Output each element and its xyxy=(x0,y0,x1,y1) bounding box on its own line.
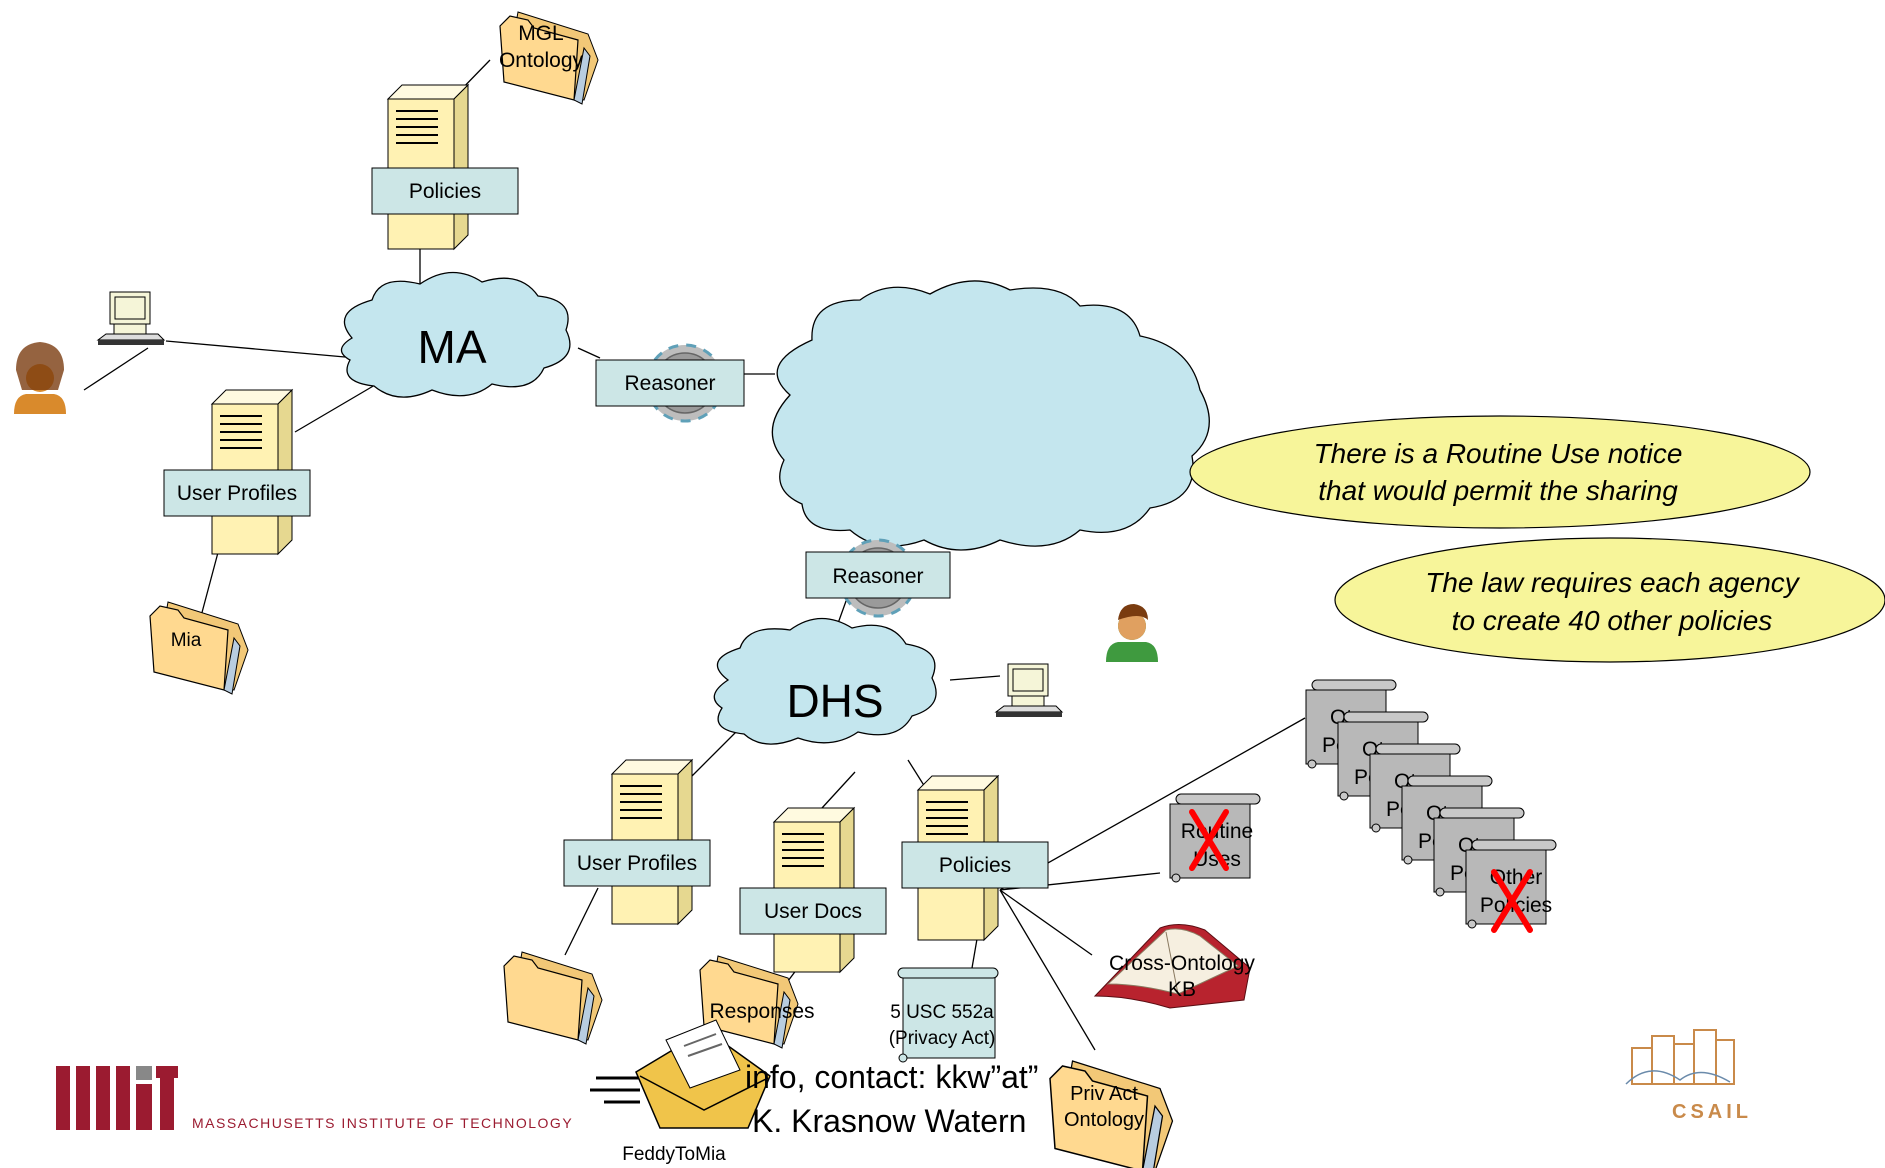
mgl-ontology-folder[interactable]: MGL Ontology xyxy=(499,11,599,105)
mia-user-icon xyxy=(14,342,66,414)
dhs-user-docs-label: User Docs xyxy=(764,900,862,923)
ma-user-profiles-label-box xyxy=(163,469,311,517)
routine-uses-label-2: Uses xyxy=(1193,848,1241,871)
rejected-x-mark xyxy=(1189,809,1229,871)
shared-network-cloud[interactable] xyxy=(771,280,1210,551)
contact-line-2: K. Krasnow Watern xyxy=(752,1103,1026,1139)
mgl-ontology-label-1: MGL xyxy=(518,22,564,45)
routine-use-callout-line1: There is a Routine Use notice xyxy=(1314,438,1683,469)
mia-folder-label: Mia xyxy=(171,630,202,651)
ma-cloud[interactable]: MA xyxy=(340,271,571,398)
csail-text: CSAIL xyxy=(1672,1101,1752,1123)
contact-line-1: info, contact: kkw”at” xyxy=(745,1059,1038,1095)
privacy-act-label-1: 5 USC 552a xyxy=(890,1002,994,1023)
top-reasoner-label: Reasoner xyxy=(624,372,715,395)
dhs-computer xyxy=(995,663,1063,718)
bottom-reasoner[interactable]: Reasoner xyxy=(805,538,951,618)
dhs-user-docs-server[interactable]: User Docs xyxy=(739,807,887,973)
mgl-ontology-label-2: Ontology xyxy=(499,49,584,72)
priv-act-ontology-label-1: Priv Act xyxy=(1070,1083,1138,1105)
mit-text: MASSACHUSETTS INSTITUTE OF TECHNOLOGY xyxy=(192,1115,573,1131)
dhs-policies-server[interactable]: Policies xyxy=(901,775,1049,941)
top-reasoner[interactable]: Reasoner xyxy=(595,343,745,423)
dhs-cloud-label: DHS xyxy=(786,675,883,727)
dhs-user-docs-label-box xyxy=(739,887,887,935)
routine-use-callout: There is a Routine Use notice that would… xyxy=(1189,415,1811,529)
dhs-user-profiles-label-box xyxy=(563,839,711,887)
law-requires-callout: The law requires each agency to create 4… xyxy=(1334,537,1885,663)
privacy-act-label-2: (Privacy Act) xyxy=(889,1028,996,1049)
rejected-x-mark xyxy=(1491,869,1533,933)
ma-user-profiles-server[interactable]: User Profiles xyxy=(163,389,311,555)
dhs-policies-label: Policies xyxy=(939,854,1011,877)
top-reasoner-label-box xyxy=(595,359,745,407)
email-icon[interactable] xyxy=(590,1019,771,1129)
responses-folder[interactable]: Responses xyxy=(699,955,815,1049)
responses-folder-label: Responses xyxy=(709,1000,814,1023)
ma-user-profiles-label: User Profiles xyxy=(177,482,297,505)
ma-cloud-label: MA xyxy=(418,321,487,373)
cross-ontology-label-1: Cross-Ontology xyxy=(1109,952,1255,975)
law-requires-callout-line2: to create 40 other policies xyxy=(1452,605,1773,636)
dhs-user-profiles-label: User Profiles xyxy=(577,852,697,875)
cross-ontology-kb-book[interactable]: Cross-Ontology KB xyxy=(1093,924,1255,1009)
other-policies-stack[interactable]: Ot Po Ot Po Ot Po Ot Po Ot Po Other Poli… xyxy=(1305,679,1557,933)
csail-logo: CSAIL xyxy=(1625,1029,1752,1123)
law-requires-callout-line1: The law requires each agency xyxy=(1425,567,1801,598)
dhs-policies-label-box xyxy=(901,841,1049,889)
dhs-user-profiles-server[interactable]: User Profiles xyxy=(563,759,711,925)
bottom-reasoner-label-box xyxy=(805,551,951,599)
dhs-cloud[interactable]: DHS xyxy=(713,617,937,745)
dhs-user-icon xyxy=(1106,604,1158,662)
priv-act-ontology-folder[interactable]: Priv Act Ontology xyxy=(1049,1060,1174,1168)
mgl-server[interactable]: Policies xyxy=(371,84,519,250)
bottom-reasoner-label: Reasoner xyxy=(832,565,923,588)
cross-ontology-label-2: KB xyxy=(1168,978,1196,1001)
mia-computer xyxy=(97,291,165,346)
dhs-user-profile-folder[interactable] xyxy=(503,951,603,1045)
mgl-policies-label: Policies xyxy=(409,180,481,203)
other-policies-scroll: Other Policies xyxy=(1465,839,1557,933)
routine-uses-scroll[interactable]: Routine Uses xyxy=(1169,793,1261,883)
mgl-policies-label-box xyxy=(371,167,519,215)
priv-act-ontology-label-2: Ontology xyxy=(1064,1109,1144,1131)
routine-use-callout-line2: that would permit the sharing xyxy=(1318,475,1678,506)
email-label: FeddyToMia xyxy=(622,1144,726,1165)
mia-folder[interactable]: Mia xyxy=(149,601,249,695)
mit-logo: MASSACHUSETTS INSTITUTE OF TECHNOLOGY xyxy=(56,1066,573,1131)
privacy-act-scroll[interactable]: 5 USC 552a (Privacy Act) xyxy=(889,967,999,1063)
connector-lines xyxy=(83,59,1306,1051)
